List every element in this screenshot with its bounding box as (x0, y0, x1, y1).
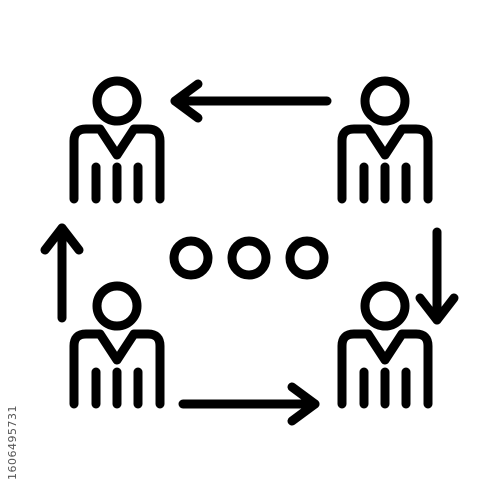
person-icon (342, 286, 428, 404)
arrow-right-icon (178, 382, 320, 426)
person-icon (342, 81, 428, 199)
arrow-down-icon (415, 227, 459, 325)
person-icon (74, 286, 160, 404)
stock-id-watermark: 1606495731 (6, 405, 19, 480)
arrow-up-icon (40, 223, 84, 323)
arrow-left-icon (170, 79, 332, 123)
ellipsis-dots-icon (169, 236, 329, 280)
person-icon (74, 81, 160, 199)
